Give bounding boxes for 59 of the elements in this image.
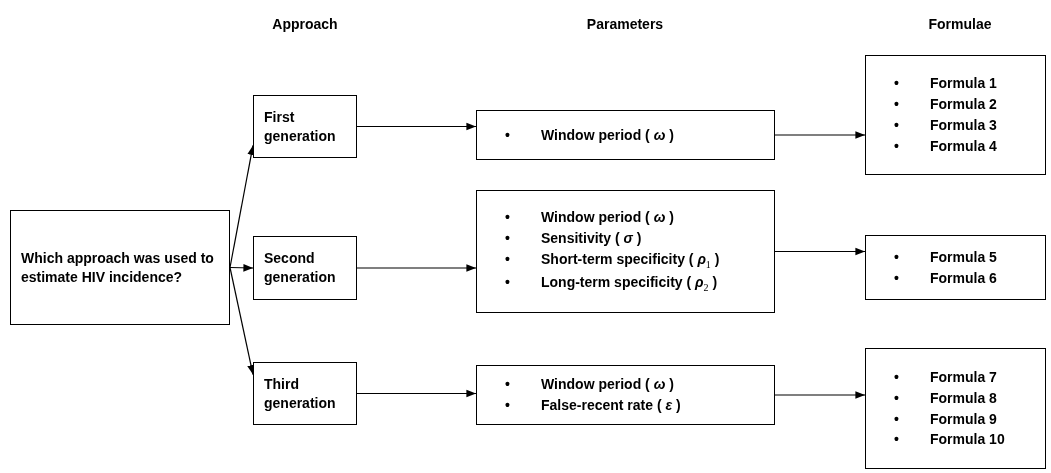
box-text: Second generation <box>264 249 337 287</box>
list-item-text: Formula 2 <box>930 95 997 114</box>
list-box <box>476 110 775 160</box>
bullet: • <box>893 430 900 450</box>
bullet: • <box>504 125 511 145</box>
list-item-text: Formula 5 <box>930 247 997 267</box>
arrow <box>774 391 866 399</box>
bullet: • <box>893 74 900 94</box>
process-box <box>253 95 357 158</box>
list-item-text: Formula 7 <box>930 367 997 387</box>
bullet: • <box>504 208 511 228</box>
list-item-text: Formula 10 <box>930 430 1005 450</box>
list-box <box>865 348 1046 469</box>
arrow <box>229 266 255 376</box>
bullet: • <box>893 388 900 408</box>
column-heading: Parameters <box>585 16 665 32</box>
box-text: First generation <box>264 107 337 146</box>
list-item-text: Formula 8 <box>930 388 997 408</box>
list-item-text: Formula 1 <box>930 74 997 94</box>
arrow <box>356 264 477 272</box>
bullet: • <box>893 409 900 429</box>
bullet: • <box>504 250 511 270</box>
list-item-text: Formula 9 <box>930 409 997 429</box>
list-item-text: Window period ( ω ) <box>541 208 674 228</box>
bullet: • <box>893 95 900 114</box>
list-item-text: False-recent rate ( ε ) <box>541 396 681 415</box>
list-item-text: Window period ( ω ) <box>541 375 674 394</box>
box-text: Which approach was used to estimate HIV incidence? <box>21 248 215 287</box>
bullet: • <box>504 229 511 249</box>
list-item-text: Long-term specificity ( ρ$_{2}$ ) <box>541 273 718 295</box>
arrow <box>356 389 477 398</box>
list-box <box>476 190 775 313</box>
process-box <box>253 236 357 300</box>
column-heading: Formulae <box>927 16 993 32</box>
process-box <box>10 210 230 325</box>
list-item-text: Formula 6 <box>930 268 997 288</box>
list-item-text: Window period ( ω ) <box>541 125 674 145</box>
bullet: • <box>504 375 511 394</box>
box-text: Third generation <box>264 374 337 413</box>
column-heading: Approach <box>271 16 339 32</box>
arrow <box>356 122 477 131</box>
process-box <box>253 362 357 425</box>
bullet: • <box>893 367 900 387</box>
list-box <box>865 55 1046 175</box>
bullet: • <box>504 396 511 415</box>
bullet: • <box>504 273 511 293</box>
bullet: • <box>893 136 900 156</box>
arrow <box>229 263 254 272</box>
bullet: • <box>893 116 900 135</box>
arrow <box>774 131 866 139</box>
list-item-text: Short-term specificity ( ρ$_{1}$ ) <box>541 250 720 272</box>
arrow <box>774 247 866 256</box>
bullet: • <box>893 268 900 288</box>
list-item-text: Sensitivity ( σ ) <box>541 229 642 249</box>
list-item-text: Formula 4 <box>930 136 997 156</box>
bullet: • <box>893 247 900 267</box>
list-box <box>476 365 775 425</box>
list-box <box>865 235 1046 300</box>
list-item-text: Formula 3 <box>930 116 997 135</box>
